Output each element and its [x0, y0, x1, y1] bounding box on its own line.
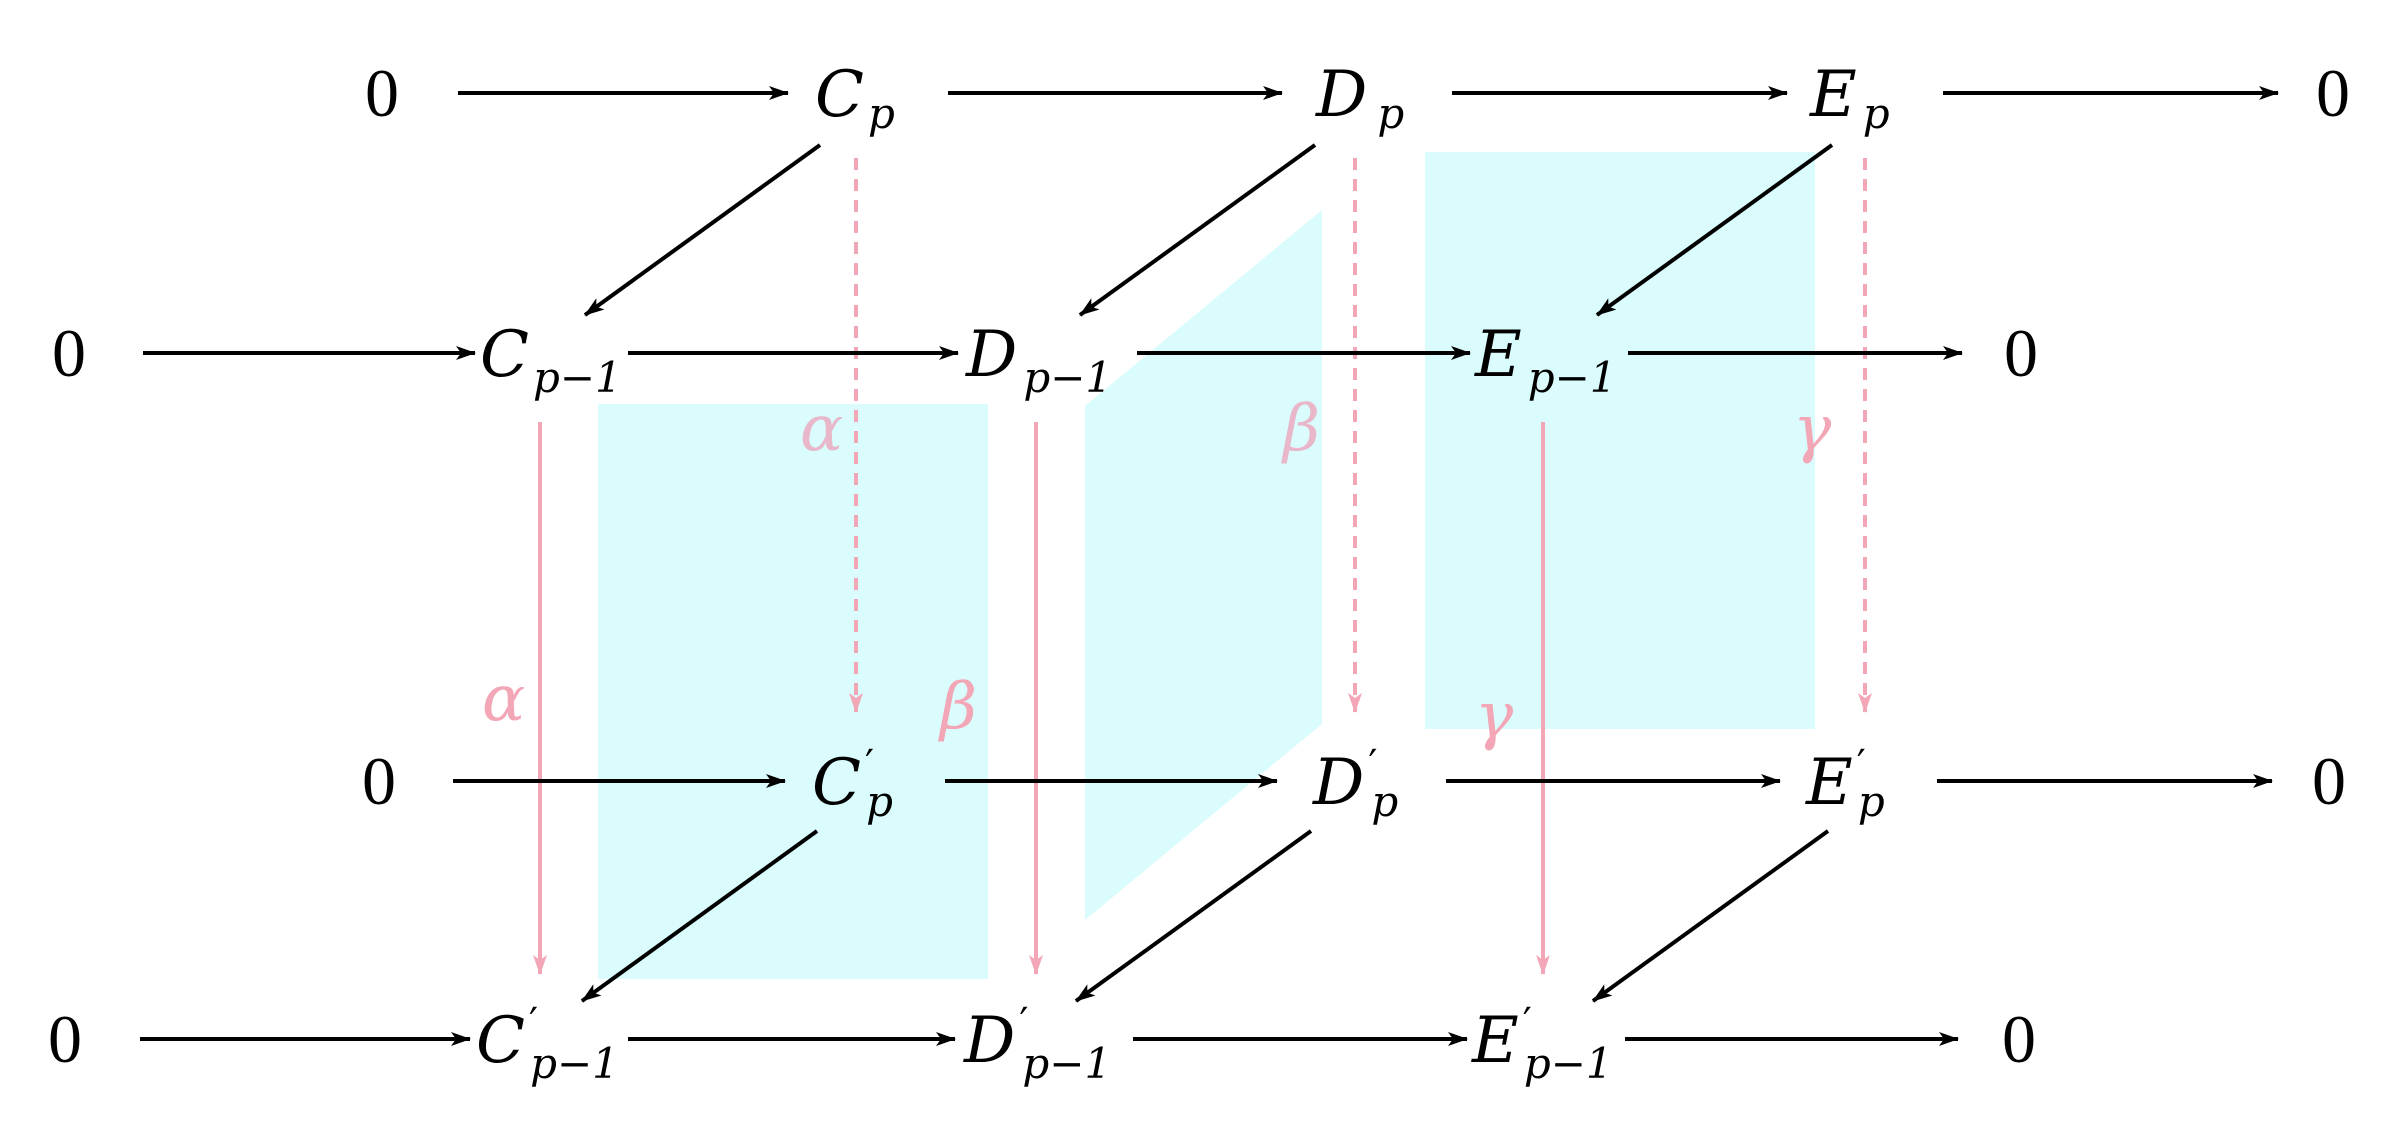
diagonal-arrows	[580, 143, 1834, 1003]
node-subscript: p−1	[1524, 1039, 1613, 1088]
horizontal-arrows	[140, 86, 2279, 1046]
node-subscript: p−1	[1022, 1039, 1111, 1088]
node-subscript: p	[1377, 89, 1404, 138]
node-letter: D	[965, 318, 1017, 392]
node-prime: ′	[529, 1000, 538, 1046]
zero-nodes: 0 0 0 0 0 0 0 0	[48, 55, 2350, 1077]
arrow-dpp-to-dp1p	[1074, 829, 1313, 1003]
zero-bottom-right: 0	[2002, 1001, 2036, 1077]
node-letter: E	[1474, 318, 1522, 392]
node-c-p: Cp	[815, 58, 895, 138]
arrow-cpp-to-cp1p	[580, 829, 819, 1003]
label-gamma-front: γ	[1475, 679, 1514, 753]
node-letter: C	[812, 746, 861, 820]
label-gamma-back: γ	[1793, 392, 1832, 466]
shaded-planes	[598, 152, 1815, 979]
zero-row3-left: 0	[362, 743, 396, 819]
label-alpha-back: α	[800, 392, 843, 466]
zero-row2-left: 0	[52, 315, 86, 391]
node-letter: D	[1315, 58, 1367, 132]
node-d-prime-p: D′p	[1312, 742, 1398, 826]
shaded-plane-middle	[1085, 210, 1322, 920]
node-subscript: p	[1863, 89, 1890, 138]
node-prime: ′	[1368, 742, 1377, 788]
node-letter: D	[1312, 746, 1364, 820]
node-subscript: p	[868, 89, 895, 138]
arrow-dp-to-dp1	[1078, 143, 1317, 317]
node-letter: C	[476, 1004, 525, 1078]
node-d-prime-p-minus-1: D′p−1	[963, 1000, 1111, 1088]
map-labels: α β γ α β γ	[482, 392, 1832, 753]
node-c-prime-p-minus-1: C′p−1	[476, 1000, 619, 1088]
node-letter: E	[1471, 1004, 1519, 1078]
vertical-maps	[533, 158, 1872, 975]
node-subscript: p−1	[1528, 353, 1617, 402]
node-letter: E	[1809, 58, 1857, 132]
shaded-plane-right	[1425, 152, 1815, 729]
arrow-ep-to-ep1	[1595, 143, 1834, 317]
label-beta-front: β	[938, 670, 977, 744]
node-subscript: p−1	[530, 1039, 619, 1088]
node-e-prime-p-minus-1: E′p−1	[1471, 1000, 1613, 1088]
node-c-prime-p: C′p	[812, 742, 893, 826]
zero-top-left: 0	[365, 55, 399, 131]
node-letter: C	[480, 318, 529, 392]
zero-bottom-left: 0	[48, 1001, 82, 1077]
node-subscript: p−1	[1023, 353, 1112, 402]
shaded-plane-left	[598, 404, 988, 979]
node-prime: ′	[1019, 1000, 1028, 1046]
zero-row2-right: 0	[2004, 315, 2038, 391]
node-subscript: p−1	[533, 353, 622, 402]
node-e-prime-p: E′p	[1805, 742, 1885, 826]
node-prime: ′	[1857, 742, 1866, 788]
node-subscript: p	[866, 777, 893, 826]
node-subscript: p	[1858, 777, 1885, 826]
node-letter: E	[1805, 746, 1853, 820]
node-letter: D	[963, 1004, 1015, 1078]
node-letter: C	[815, 58, 864, 132]
arrow-cp-to-cp1	[583, 143, 822, 317]
node-prime: ′	[1523, 1000, 1532, 1046]
arrow-epp-to-ep1p	[1591, 829, 1830, 1003]
node-prime: ′	[865, 742, 874, 788]
label-alpha-front: α	[482, 662, 525, 736]
zero-row3-right: 0	[2312, 743, 2346, 819]
label-beta-back: β	[1281, 392, 1320, 466]
node-c-p-minus-1: Cp−1	[480, 318, 622, 402]
node-subscript: p	[1371, 777, 1398, 826]
zero-top-right: 0	[2316, 55, 2350, 131]
